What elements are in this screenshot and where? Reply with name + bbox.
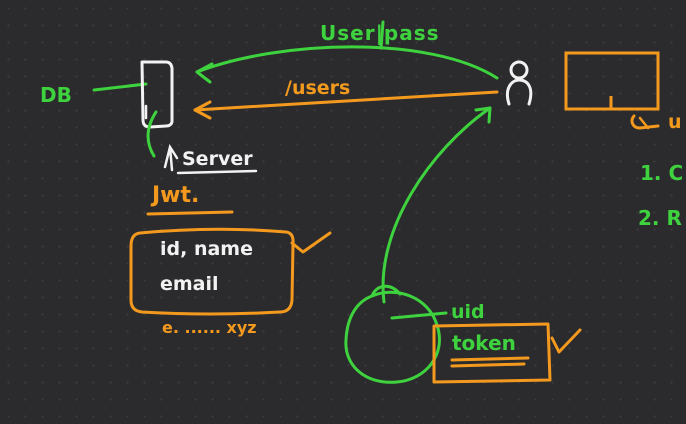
user-icon	[505, 60, 533, 106]
label-token: token	[452, 331, 516, 355]
token-arrowhead	[474, 106, 492, 124]
server-up-arrow	[163, 143, 179, 172]
token-scribble	[450, 356, 530, 368]
login-arrow	[195, 45, 499, 80]
payload-line-1: id, name	[160, 238, 253, 260]
jwt-signature: e. ...... xyz	[162, 318, 257, 337]
token-box	[432, 322, 552, 384]
server-loop-arrow	[146, 110, 158, 158]
label-server: Server	[182, 148, 253, 170]
token-checkmark-icon	[550, 328, 582, 354]
user-pass-divider	[379, 20, 385, 50]
payload-checkmark-icon	[290, 231, 332, 254]
jwt-payload-box	[129, 227, 295, 316]
users-request-arrow	[193, 90, 499, 112]
cookie-jar-icon	[344, 284, 441, 384]
users-arrowhead	[193, 100, 212, 120]
label-jwt: Jwt.	[150, 183, 199, 208]
label-uid: uid	[451, 301, 485, 323]
list-item-1: 1. C	[640, 161, 683, 185]
list-item-2: 2. R	[638, 206, 682, 230]
server-box-icon	[140, 60, 174, 129]
server-underline	[176, 169, 258, 175]
db-connector	[92, 82, 148, 92]
label-user-pass: User|pass	[320, 21, 440, 45]
payload-line-2: email	[160, 273, 219, 295]
uid-pointer	[390, 311, 448, 320]
label-db: DB	[40, 83, 72, 107]
label-users: /users	[285, 77, 350, 99]
login-arrowhead	[195, 62, 214, 84]
browser-window-icon	[564, 51, 660, 130]
cut-right-label: u	[668, 111, 682, 133]
jwt-underline	[146, 210, 234, 216]
token-to-user-arrow	[381, 106, 492, 304]
